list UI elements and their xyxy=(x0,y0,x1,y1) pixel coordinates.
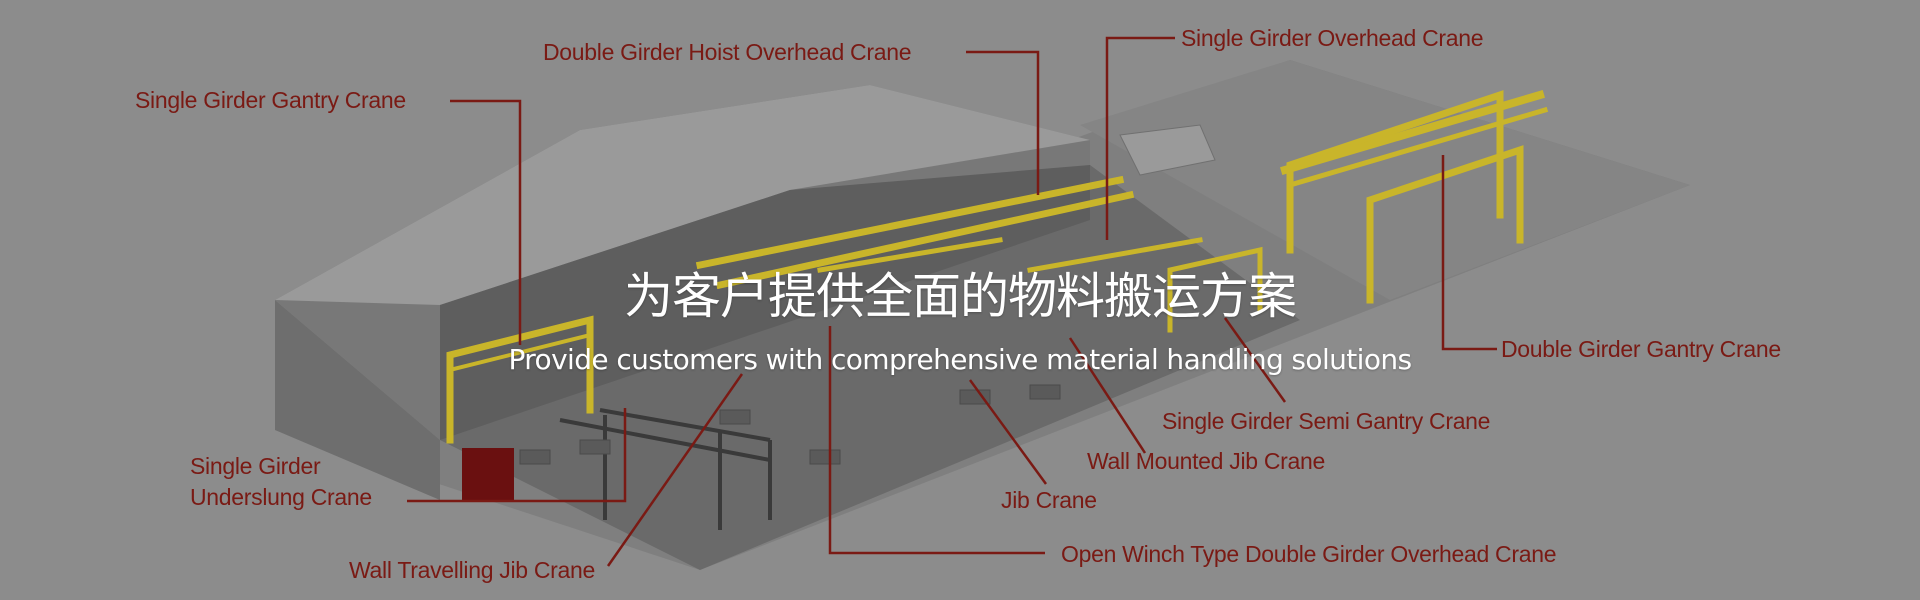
floor-equipment xyxy=(559,408,772,530)
label-double-girder-hoist-overhead-crane: Double Girder Hoist Overhead Crane xyxy=(543,39,912,65)
leader-single-girder-gantry xyxy=(450,99,522,345)
cranes xyxy=(446,90,1549,444)
leader-jib xyxy=(968,379,1048,485)
leader-lines xyxy=(407,36,1497,567)
building-roof xyxy=(275,85,1090,305)
leader-wall-mounted-jib xyxy=(1068,337,1147,454)
interior-back-wall xyxy=(440,165,1090,440)
label-wall-mounted-jib-crane: Wall Mounted Jib Crane xyxy=(1087,448,1325,474)
label-single-girder-overhead-crane: Single Girder Overhead Crane xyxy=(1181,25,1484,51)
leader-open-winch xyxy=(828,326,1045,555)
leader-double-girder-gantry xyxy=(1441,155,1497,351)
red-door xyxy=(462,448,514,500)
leader-underslung xyxy=(407,408,627,503)
label-wall-travelling-jib-crane: Wall Travelling Jib Crane xyxy=(349,557,596,583)
interior-floor xyxy=(440,165,1300,570)
label-open-winch-double-girder-overhead-crane: Open Winch Type Double Girder Overhead C… xyxy=(1061,541,1557,567)
overhead-girder-2 xyxy=(715,190,1135,290)
hero-subtitle: Provide customers with comprehensive mat… xyxy=(508,343,1412,376)
leader-wall-travelling-jib xyxy=(606,373,744,567)
truck xyxy=(1119,124,1216,176)
building-left-wall xyxy=(275,300,440,500)
overhead-girder-4 xyxy=(1027,237,1203,273)
gantry-crane-right-b xyxy=(1366,145,1524,304)
semi-gantry xyxy=(1167,246,1263,333)
leader-semi-gantry xyxy=(1223,317,1287,403)
hero-title: 为客户提供全面的物料搬运方案 xyxy=(623,268,1297,325)
leader-double-girder-hoist xyxy=(966,50,1040,195)
label-double-girder-gantry-crane: Double Girder Gantry Crane xyxy=(1501,336,1781,362)
label-underslung-line-2: Underslung Crane xyxy=(190,484,372,510)
floor-grates xyxy=(519,384,1061,465)
yard-slab xyxy=(1080,60,1690,300)
overhead-girder-1 xyxy=(695,175,1125,270)
leader-single-girder-overhead xyxy=(1105,36,1175,240)
label-single-girder-underslung-crane: Single Girder Underslung Crane xyxy=(190,451,372,513)
overhead-girder-3 xyxy=(817,237,1003,273)
label-underslung-line-1: Single Girder xyxy=(190,453,321,479)
label-single-girder-gantry-crane: Single Girder Gantry Crane xyxy=(135,87,406,113)
label-jib-crane: Jib Crane xyxy=(1001,487,1097,513)
label-single-girder-semi-gantry-crane: Single Girder Semi Gantry Crane xyxy=(1162,408,1491,434)
